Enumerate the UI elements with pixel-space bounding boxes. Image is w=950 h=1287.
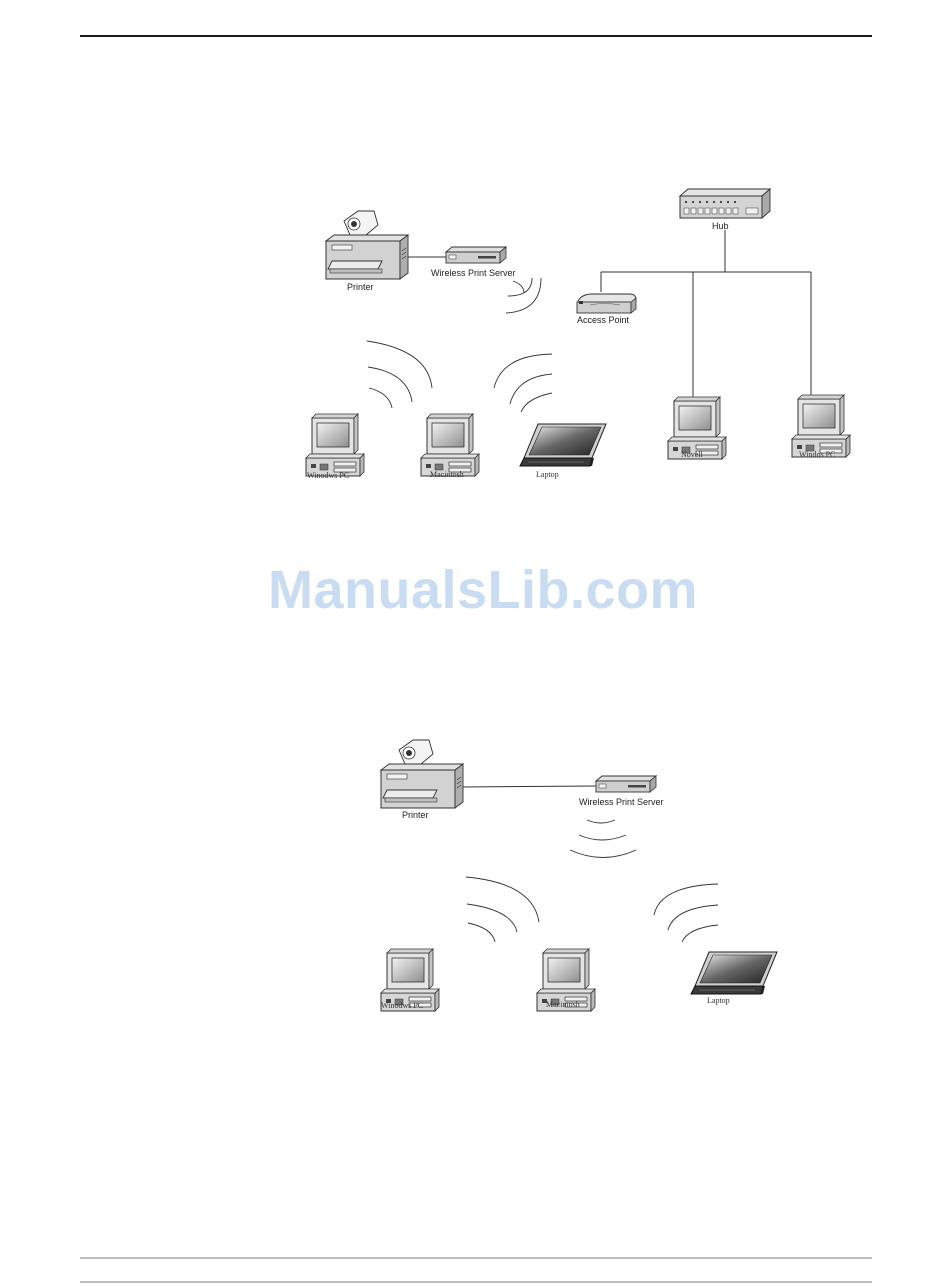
laptop-label: Laptop [536, 470, 559, 479]
windows-pc-right-icon [792, 395, 850, 457]
wireless-signal-icon [654, 884, 718, 942]
printer-icon [381, 740, 463, 808]
wireless-signal-icon [466, 877, 539, 942]
macintosh-label: Macintosh [430, 470, 464, 479]
access-point-icon [577, 294, 636, 313]
print-server-label: Wireless Print Server [579, 797, 664, 807]
printer-label: Printer [402, 810, 429, 820]
printer-icon [326, 211, 408, 279]
wireless-signal-icon [494, 354, 552, 412]
access-point-label: Access Point [577, 315, 630, 325]
hub-label: Hub [712, 221, 729, 231]
printer-link [463, 786, 596, 787]
wireless-signal-icon [570, 820, 636, 858]
laptop-icon [691, 952, 777, 994]
wireless-signal-icon [506, 278, 541, 313]
hub-icon [680, 189, 770, 218]
print-server-icon [596, 776, 656, 792]
laptop-label: Laptop [707, 996, 730, 1005]
windows-pc-right-label: Windos PC [799, 450, 835, 459]
windows-pc-label: Winodws PC [307, 471, 349, 480]
windows-pc-label: Winodws PC [381, 1001, 423, 1010]
novell-label: Novell [681, 450, 704, 459]
macintosh-icon [421, 414, 479, 476]
diagram-1: Hub Access Point Printer [306, 189, 850, 480]
print-server-icon [446, 247, 506, 263]
diagram-2: Printer Wireless Print Server Winodws PC [381, 740, 777, 1011]
wireless-signal-icon [367, 341, 432, 408]
windows-pc-icon [306, 414, 364, 476]
watermark: ManualsLib.com [268, 560, 698, 620]
print-server-label: Wireless Print Server [431, 268, 516, 278]
laptop-icon [520, 424, 606, 466]
printer-label: Printer [347, 282, 374, 292]
macintosh-label: Macintosh [546, 1000, 580, 1009]
